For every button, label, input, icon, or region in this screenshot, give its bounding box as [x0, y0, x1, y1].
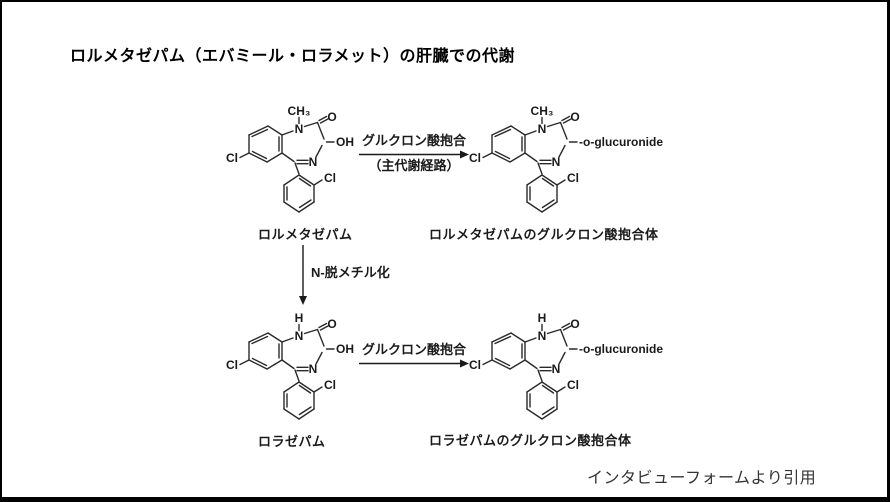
atom-label-chlorine-phenyl: Cl	[324, 171, 336, 185]
top-reaction-sublabel: （主代謝経路）	[368, 158, 460, 173]
bond-skeleton	[482, 115, 578, 213]
bond-skeleton	[239, 115, 335, 213]
atom-label-n4: N	[309, 155, 318, 169]
bond-skeleton	[482, 322, 578, 420]
compound-name-lorazepam: ロラゼパム	[258, 434, 326, 449]
c3-substituent-label: OH	[336, 342, 354, 356]
demethylation-label: N-脱メチル化	[311, 265, 390, 280]
compound-name-lorazepam-glucuronide: ロラゼパムのグルクロン酸抱合体	[429, 433, 632, 448]
down-arrow	[299, 245, 307, 305]
right-arrow-bottom	[359, 359, 469, 368]
n-substituent-label: CH₃	[288, 104, 311, 118]
atom-label-chlorine-benzo: Cl	[226, 358, 238, 372]
atom-label-oxygen: O	[570, 317, 579, 331]
bottom-reaction-label: グルクロン酸抱合	[361, 342, 466, 357]
n-substituent-label: CH₃	[531, 104, 554, 118]
c3-substituent-label: -o-glucuronide	[579, 135, 663, 149]
atom-label-oxygen: O	[570, 110, 579, 124]
atom-label-n4: N	[552, 362, 561, 376]
compound-name-lormetazepam: ロルメタゼパム	[258, 227, 353, 242]
c3-substituent-label: OH	[336, 135, 354, 149]
atom-label-chlorine-phenyl: Cl	[324, 378, 336, 392]
atom-label-chlorine-phenyl: Cl	[567, 378, 579, 392]
atom-label-chlorine-benzo: Cl	[469, 358, 481, 372]
atom-label-n1: N	[538, 329, 547, 343]
compound-name-lormetazepam-glucuronide: ロルメタゼパムのグルクロン酸抱合体	[429, 227, 659, 242]
bond-skeleton	[239, 322, 335, 420]
n-substituent-label: H	[295, 311, 304, 325]
atom-label-chlorine-benzo: Cl	[469, 151, 481, 165]
citation-text: インタビューフォームより引用	[587, 470, 817, 487]
right-arrow-top	[359, 150, 469, 159]
top-reaction-label: グルクロン酸抱合	[361, 133, 466, 148]
atom-label-chlorine-phenyl: Cl	[567, 171, 579, 185]
c3-substituent-label: -o-glucuronide	[579, 342, 663, 356]
atom-label-chlorine-benzo: Cl	[226, 151, 238, 165]
atom-label-n1: N	[295, 122, 304, 136]
atom-label-n4: N	[552, 155, 561, 169]
atom-label-n1: N	[295, 329, 304, 343]
page-title: ロルメタゼパム（エバミール・ロラメット）の肝臓での代謝	[70, 48, 516, 65]
atom-label-n4: N	[309, 362, 318, 376]
atom-label-oxygen: O	[327, 110, 336, 124]
n-substituent-label: H	[538, 311, 547, 325]
atom-label-oxygen: O	[327, 317, 336, 331]
atom-label-n1: N	[538, 122, 547, 136]
